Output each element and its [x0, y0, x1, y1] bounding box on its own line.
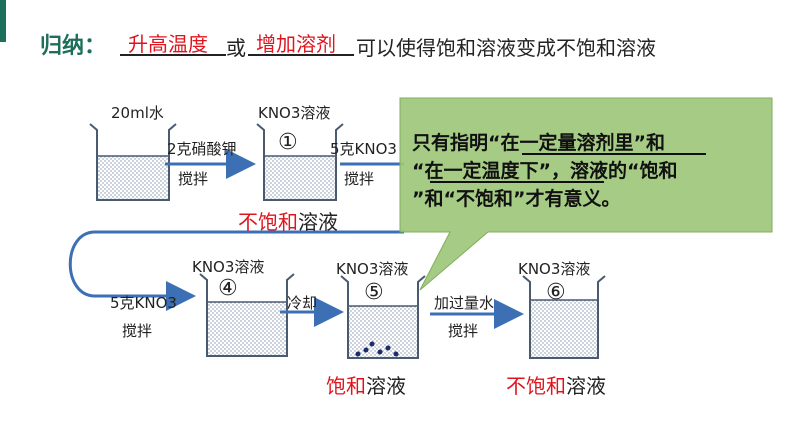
beaker-4-label: KNO3溶液: [192, 258, 265, 276]
beaker-4-number: ④: [218, 276, 238, 301]
beaker-1: [256, 123, 344, 201]
beaker-5: [340, 275, 426, 359]
arrow-4-top-label: 冷却: [287, 294, 318, 312]
beaker-water: [89, 123, 177, 201]
beaker-5-number: ⑤: [364, 280, 384, 305]
arrow-5-top-label: 加过量水: [434, 294, 495, 312]
title-prefix: 归纳：: [40, 34, 107, 59]
beaker-1-number: ①: [278, 130, 298, 155]
callout-line-1: 只有指明“在一定量溶剂里”和: [412, 132, 665, 154]
arrow-3-top-label: 5克KNO3: [110, 294, 177, 312]
state-label-6: 不饱和溶液: [506, 370, 606, 399]
title-blank-1: 升高温度: [128, 32, 208, 56]
beaker-6-label: KNO3溶液: [518, 260, 591, 278]
state-label-6-black: 溶液: [566, 374, 606, 398]
title-underline-2: [248, 54, 354, 56]
arrow-5-bottom-label: 搅拌: [448, 322, 479, 340]
arrow-1-top-label: 2克硝酸钾: [167, 140, 237, 158]
arrow-1-bottom-label: 搅拌: [178, 170, 209, 188]
callout-line-3: ”和“不饱和”才有意义。: [412, 188, 621, 210]
arrow-2-bottom-label: 搅拌: [344, 170, 375, 188]
state-label-5-red: 饱和: [326, 374, 366, 398]
title-connector: 或: [226, 36, 246, 60]
callout-line-2: “在一定温度下”，溶液的“饱和: [412, 160, 678, 182]
beaker-6-number: ⑥: [546, 280, 566, 305]
state-label-6-red: 不饱和: [506, 374, 566, 398]
title-blank-2: 增加溶剂: [256, 32, 336, 56]
loop-connector: [68, 230, 404, 311]
callout-box: [399, 97, 773, 291]
state-label-5-black: 溶液: [366, 374, 406, 398]
beaker-6: [522, 275, 606, 359]
state-label-1-black: 溶液: [298, 210, 338, 234]
state-label-5: 饱和溶液: [326, 370, 406, 399]
title-suffix: 可以使得饱和溶液变成不饱和溶液: [356, 36, 656, 60]
title-underline-1: [120, 54, 226, 56]
state-label-1: 不饱和溶液: [238, 206, 338, 235]
beaker-4: [199, 273, 295, 357]
title-accent-bar: [0, 0, 6, 42]
arrow-2-top-label: 5克KNO3: [330, 140, 397, 158]
beaker-1-label: KNO3溶液: [258, 104, 331, 122]
arrow-3-bottom-label: 搅拌: [122, 322, 153, 340]
beaker-5-label: KNO3溶液: [336, 260, 409, 278]
beaker-water-label: 20ml水: [111, 104, 164, 122]
state-label-1-red: 不饱和: [238, 210, 298, 234]
